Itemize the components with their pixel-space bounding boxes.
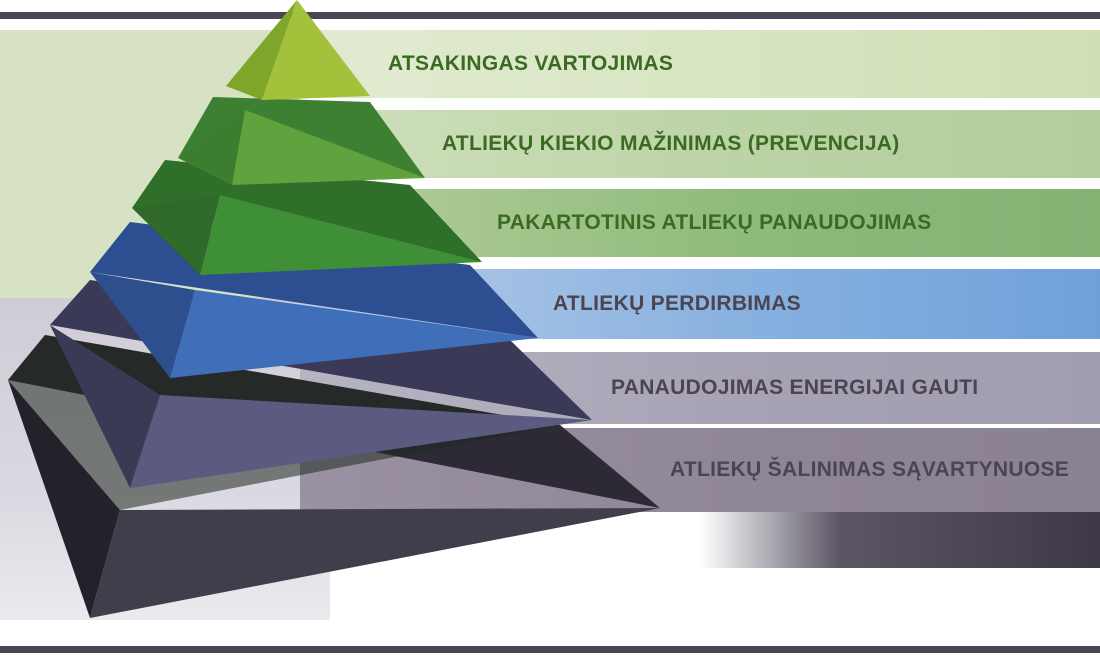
pyramid-tier-prevention: [178, 97, 425, 185]
level-label-energy-recovery: PANAUDOJIMAS ENERGIJAI GAUTI: [611, 376, 979, 399]
bottom-rule: [0, 646, 1100, 653]
level-label-landfill: ATLIEKŲ ŠALINIMAS SĄVARTYNUOSE: [670, 458, 1070, 481]
level-label-recycling: ATLIEKŲ PERDIRBIMAS: [553, 292, 801, 315]
level-band-prevention: ATLIEKŲ KIEKIO MAŽINIMAS (PREVENCIJA): [300, 110, 1100, 178]
level-band-responsible-consumption: ATSAKINGAS VARTOJIMAS: [300, 30, 1100, 98]
fade-bar: [700, 512, 1100, 568]
top-rule: [0, 12, 1100, 19]
pyramid-tier-responsible-consumption: [226, 0, 370, 100]
level-label-responsible-consumption: ATSAKINGAS VARTOJIMAS: [388, 52, 674, 75]
pyramid-tier-reuse: [132, 160, 482, 275]
level-label-reuse: PAKARTOTINIS ATLIEKŲ PANAUDOJIMAS: [497, 211, 932, 234]
level-label-prevention: ATLIEKŲ KIEKIO MAŽINIMAS (PREVENCIJA): [442, 132, 900, 155]
